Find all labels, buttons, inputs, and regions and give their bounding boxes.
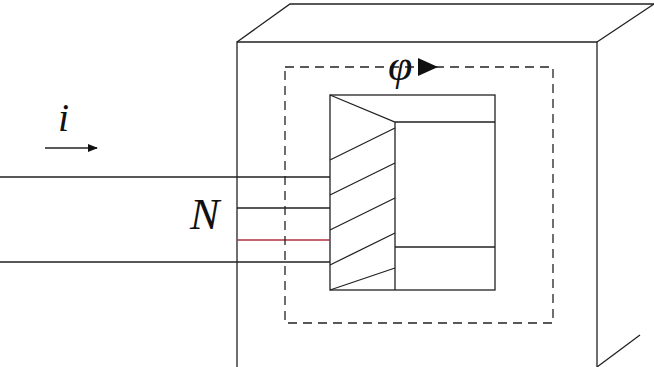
coil-winding [330, 128, 395, 290]
core-side-edge [597, 335, 640, 367]
core-front [237, 42, 597, 367]
current-arrow [45, 147, 97, 148]
window-depth [394, 122, 395, 290]
coil-lead [237, 177, 330, 262]
flux-path [285, 67, 553, 323]
core-top [237, 4, 654, 42]
window-depth [395, 246, 495, 247]
wire [0, 177, 237, 262]
core-window [330, 95, 495, 290]
flux-arrow [418, 58, 438, 76]
flux-label: φ [388, 44, 412, 88]
turns-label: N [190, 193, 219, 237]
current-label: i [58, 98, 69, 138]
coil-lead [237, 239, 330, 240]
core-top-edge [597, 4, 654, 42]
window-depth [330, 95, 495, 122]
